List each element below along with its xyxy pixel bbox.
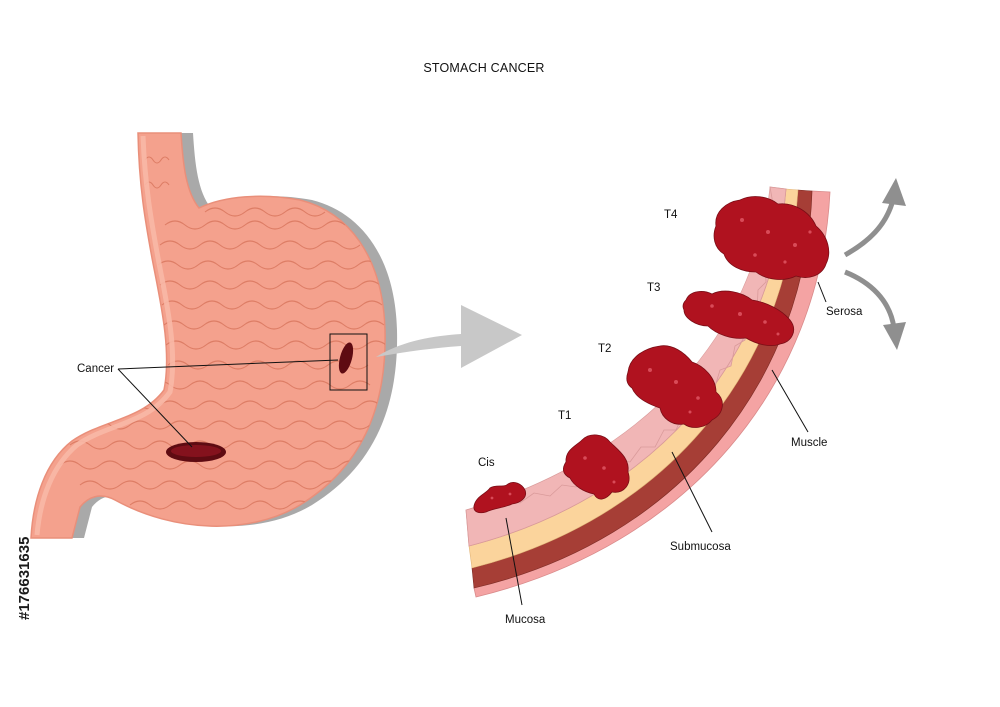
leader-serosa — [817, 281, 827, 303]
stomach-illustration — [30, 132, 398, 539]
tumor-stages — [473, 196, 830, 514]
stomach-rim — [34, 135, 176, 536]
spread-arrow-down — [844, 269, 897, 329]
wall-cross-section — [465, 186, 831, 598]
tumor-t4 — [713, 196, 830, 280]
leader-cancer-tumor — [117, 368, 193, 448]
label-t4: T4 — [664, 209, 678, 221]
label-mucosa: Mucosa — [505, 614, 546, 626]
spread-arrows — [843, 178, 906, 350]
diagram-title: STOMACH CANCER — [423, 61, 544, 75]
zoom-box — [329, 333, 368, 391]
stomach-tumor-zoomed — [338, 342, 354, 374]
spread-arrow-up — [843, 199, 896, 258]
label-t2: T2 — [598, 343, 611, 355]
leader-muscle — [771, 369, 809, 433]
label-cancer: Cancer — [77, 363, 114, 375]
tumor-t2 — [626, 345, 723, 428]
leader-mucosa — [505, 517, 523, 606]
label-t3: T3 — [647, 282, 660, 294]
label-t1: T1 — [558, 410, 571, 422]
leader-submucosa — [671, 451, 713, 533]
label-muscle: Muscle — [791, 437, 827, 449]
zoom-arrow — [376, 305, 522, 368]
label-submucosa: Submucosa — [670, 541, 731, 553]
tumor-t3 — [682, 290, 794, 346]
label-cis: Cis — [478, 457, 495, 469]
tumor-t1 — [562, 434, 630, 500]
tumor-cis — [473, 482, 527, 514]
stock-id: #176631635 — [16, 537, 33, 620]
stomach-body — [30, 132, 386, 539]
label-serosa: Serosa — [826, 306, 863, 318]
leader-cancer-zoom — [117, 359, 339, 370]
